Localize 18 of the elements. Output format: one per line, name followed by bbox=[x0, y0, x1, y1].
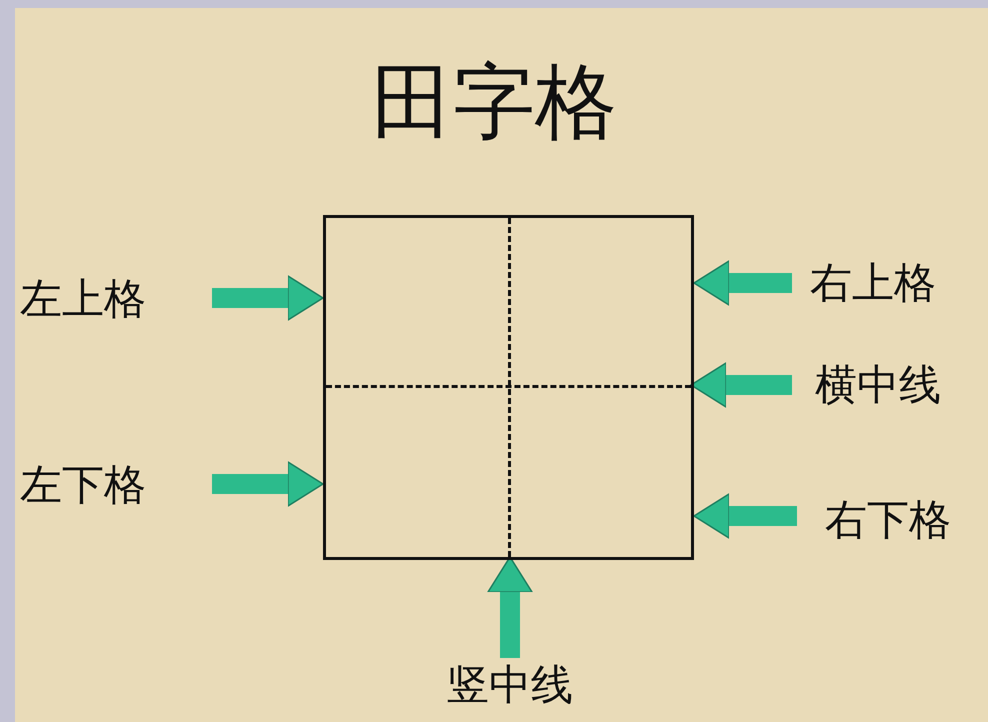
grid-cell bbox=[323, 215, 510, 387]
part-label: 左上格 bbox=[15, 272, 212, 326]
arrow bbox=[690, 362, 792, 408]
arrow bbox=[212, 275, 324, 321]
grid-cell bbox=[510, 215, 694, 387]
dashed-center-line bbox=[508, 218, 511, 557]
part-label: 横中线 bbox=[792, 358, 975, 412]
arrow bbox=[693, 260, 792, 306]
arrow bbox=[212, 461, 324, 507]
part-label: 右下格 bbox=[797, 493, 980, 547]
grid-cell bbox=[510, 387, 694, 560]
title: 田字格 bbox=[370, 62, 618, 144]
grid-cell bbox=[323, 387, 510, 560]
part-label: 右上格 bbox=[792, 256, 975, 310]
arrow bbox=[693, 493, 797, 539]
dashed-center-line bbox=[326, 385, 691, 388]
part-label: 左下格 bbox=[15, 458, 212, 512]
part-label: 竖中线 bbox=[430, 658, 590, 712]
